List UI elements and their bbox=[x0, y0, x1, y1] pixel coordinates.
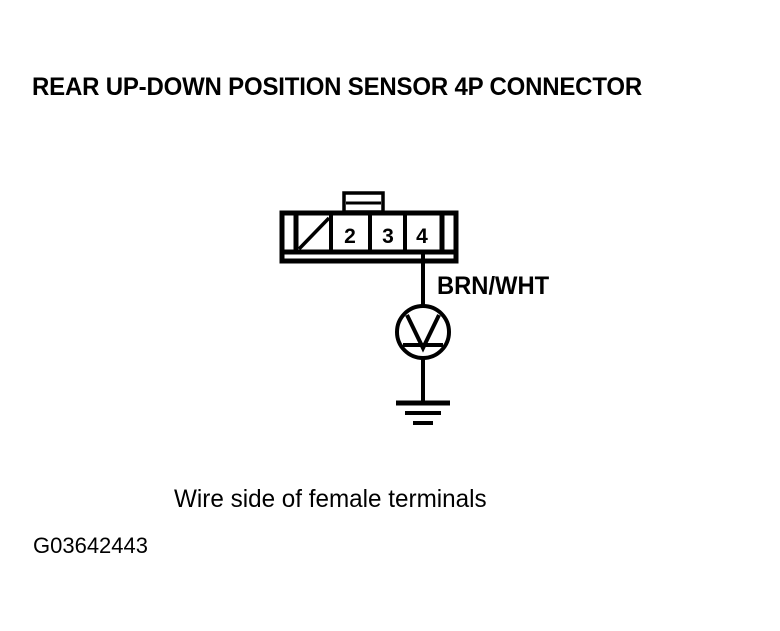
test-light-symbol bbox=[395, 304, 451, 360]
terminal-number-3: 3 bbox=[382, 225, 394, 248]
connector-locking-tab bbox=[342, 191, 385, 214]
page-title: REAR UP-DOWN POSITION SENSOR 4P CONNECTO… bbox=[32, 73, 642, 101]
terminal-number-4: 4 bbox=[416, 225, 428, 248]
terminal-number-2: 2 bbox=[344, 225, 356, 248]
figure-reference-code: G03642443 bbox=[33, 533, 148, 558]
wire-color-label: BRN/WHT bbox=[437, 272, 550, 300]
terminal-dividers bbox=[329, 215, 407, 252]
terminal-1-unused-slash bbox=[297, 216, 331, 251]
ground-symbol bbox=[396, 400, 450, 425]
figure-caption: Wire side of female terminals bbox=[174, 485, 487, 513]
